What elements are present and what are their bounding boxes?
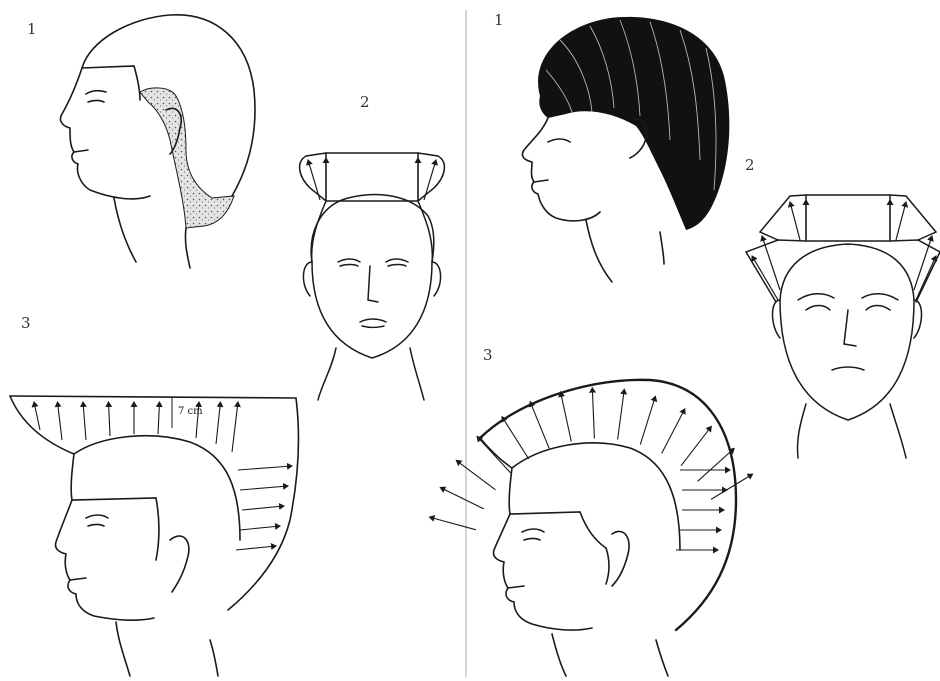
right-fan-arrow <box>440 488 484 509</box>
left-fan-arrow <box>236 546 276 550</box>
right-fan-arrows <box>430 388 753 550</box>
left-fan-arrow <box>109 402 111 436</box>
right-profile-head-3 <box>480 380 736 676</box>
left-fan-arrow <box>158 402 160 434</box>
left-fan-arrows <box>34 402 292 550</box>
right-fan-arrow <box>530 402 549 449</box>
left-panel-1-label: 1 <box>27 22 37 37</box>
right-panel-3-label: 3 <box>483 348 493 363</box>
left-front-head-2 <box>300 153 445 400</box>
right-fan-arrow <box>711 474 753 499</box>
left-fan-arrow <box>58 402 63 440</box>
left-fan-arrow <box>232 402 238 452</box>
left-panel-2-label: 2 <box>360 95 370 110</box>
right-front-arrows <box>752 200 936 300</box>
right-fan-arrow <box>618 389 625 439</box>
right-panel-2-label: 2 <box>745 158 755 173</box>
left-fan-arrow <box>34 402 40 430</box>
left-fan-arrow <box>242 506 284 510</box>
right-fan-arrow <box>592 388 594 439</box>
right-fan-arrow <box>640 396 655 444</box>
right-fan-arrow <box>477 437 511 473</box>
right-fan-arrow <box>681 426 711 465</box>
left-fan-arrow <box>83 402 86 440</box>
length-measure-label: 7 cm <box>178 406 203 417</box>
right-fan-arrow <box>502 417 529 459</box>
right-fan-arrow <box>662 409 685 454</box>
right-fan-arrow <box>698 448 735 481</box>
left-front-arrows <box>308 158 436 200</box>
left-fan-arrow <box>240 486 288 490</box>
left-profile-head-1 <box>60 15 255 268</box>
left-fan-arrow <box>216 402 221 444</box>
left-fan-arrow <box>240 526 280 530</box>
right-profile-head-1 <box>522 17 729 282</box>
left-fan-arrow <box>238 466 292 470</box>
left-profile-head-3 <box>10 396 298 676</box>
right-front-head-2 <box>746 195 940 458</box>
hair-mass <box>538 17 729 230</box>
nape-shading <box>140 88 234 228</box>
right-fan-arrow <box>561 392 572 442</box>
right-fan-arrow <box>430 517 477 530</box>
left-panel-3-label: 3 <box>21 316 31 331</box>
right-fan-arrow <box>456 460 495 489</box>
right-panel-1-label: 1 <box>494 13 504 28</box>
